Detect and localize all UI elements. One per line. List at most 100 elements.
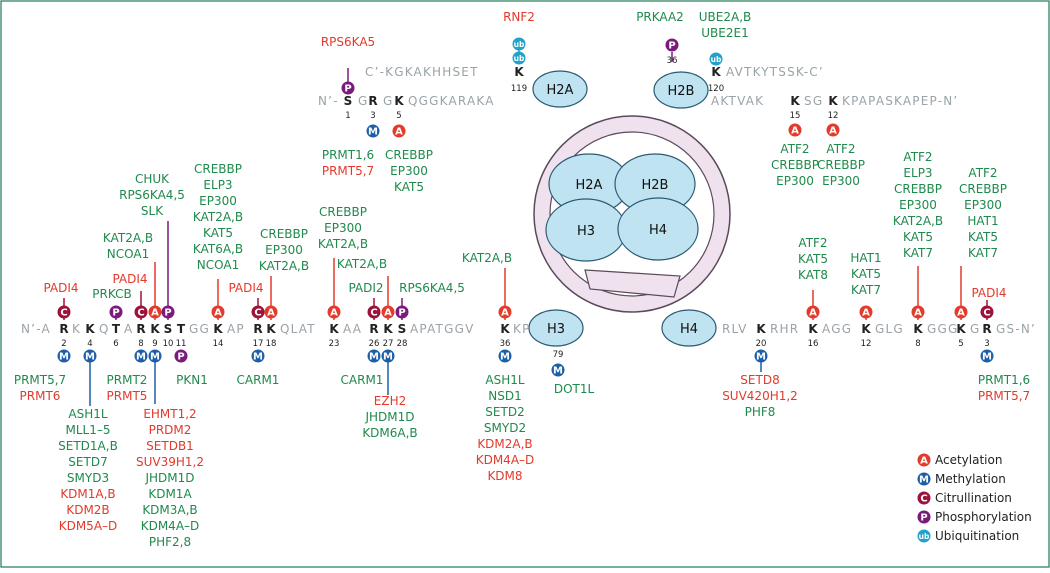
enzyme-kdm4ad: KDM4A–D: [141, 519, 200, 533]
citrullination-icon: [251, 305, 265, 319]
enzyme-carm1: CARM1: [341, 373, 384, 387]
h3-t11: T: [177, 322, 186, 336]
core-h2a-label: H2A: [576, 178, 603, 193]
acetylation-icon: [788, 123, 802, 137]
legend-acetylation: Acetylation: [935, 453, 1002, 467]
nucleosome: H2A H2B H3 H4: [533, 115, 731, 313]
h4-k12: K: [861, 322, 871, 336]
enzyme-kat5: KAT5: [903, 230, 933, 244]
acetylation-icon: [498, 305, 512, 319]
h2b-tail-blob: [653, 71, 709, 109]
methylation-icon: [917, 472, 931, 486]
h4-seq-s7: GS-N’: [996, 322, 1036, 336]
enzyme-slk: SLK: [141, 204, 164, 218]
ubiquitination-icon: [512, 51, 526, 65]
enzyme-ep300: EP300: [324, 221, 362, 235]
h3-seq-s6: AP: [227, 322, 245, 336]
enzyme-ehmt12: EHMT1,2: [143, 407, 196, 421]
acetylation-icon: [917, 453, 931, 467]
enzyme-ep300: EP300: [265, 243, 303, 257]
enzyme-kat5: KAT5: [394, 180, 424, 194]
acetylation-icon: [911, 305, 925, 319]
methylation-icon: [148, 349, 162, 363]
h2a-n-tail: N’- S 1 G R 3 G K 5 QGGKARAKA RPS6KA5 PR…: [318, 35, 493, 194]
legend-ubiquitination: Ubiquitination: [935, 529, 1019, 543]
acetylation-icon: [211, 305, 225, 319]
enzyme-prmt57: PRMT5,7: [14, 373, 66, 387]
enzyme-setdb1: SETDB1: [146, 439, 194, 453]
methylation-icon: [134, 349, 148, 363]
enzyme-ep300: EP300: [964, 198, 1002, 212]
enzyme-elp3: ELP3: [203, 178, 232, 192]
phosphorylation-icon: [665, 38, 679, 52]
h2b-sg: SG: [804, 94, 823, 108]
enzyme-kat5: KAT5: [968, 230, 998, 244]
h2b-n-lead: AKTVAK: [711, 94, 764, 108]
enzyme-phf8: PHF8: [745, 405, 776, 419]
core-h3-label: H3: [577, 224, 595, 239]
phosphorylation-icon: [109, 305, 123, 319]
enzyme-setd1ab: SETD1A,B: [58, 439, 118, 453]
enzyme-crebbp: CREBBP: [319, 205, 367, 219]
enzyme-smyd3: SMYD3: [67, 471, 109, 485]
enzyme-ube2e1: UBE2E1: [701, 26, 748, 40]
enzyme-kat6ab: KAT6A,B: [193, 242, 243, 256]
methylation-icon: [366, 124, 380, 138]
enzyme-kat7: KAT7: [968, 246, 998, 260]
enzyme-padi4: PADI4: [228, 281, 263, 295]
h4-tail-label: H4: [680, 322, 698, 337]
h3-k14: K: [213, 322, 223, 336]
h3-seq-s11: KP: [513, 322, 531, 336]
methylation-icon: [551, 363, 565, 377]
enzyme-pkn1: PKN1: [176, 373, 208, 387]
enzyme-suv39h12: SUV39H1,2: [136, 455, 204, 469]
enzyme-crebbp: CREBBP: [959, 182, 1007, 196]
h2a-r3: R: [368, 94, 377, 108]
enzyme-kat2ab: KAT2A,B: [893, 214, 943, 228]
enzyme-atf2: ATF2: [798, 236, 827, 250]
h3-k36-num: 36: [500, 339, 511, 349]
h3-k4: K: [85, 322, 95, 336]
h4-k16-num: 16: [808, 339, 819, 349]
enzyme-ube2ab: UBE2A,B: [699, 10, 752, 24]
phosphorylation-icon: [395, 305, 409, 319]
methylation-icon: [83, 349, 97, 363]
phosphorylation-icon: [917, 510, 931, 524]
enzyme-elp3: ELP3: [903, 166, 932, 180]
methylation-icon: [367, 349, 381, 363]
h4-tail: RLV K 20 RHR K 16 AGG K 12 GLG K 8 GGG K…: [722, 150, 1036, 419]
methylation-icon: [498, 349, 512, 363]
h2b-s36-num: 36: [667, 56, 678, 66]
phosphorylation-icon: [161, 305, 175, 319]
methylation-icon: [57, 349, 71, 363]
enzyme-prdm2: PRDM2: [149, 423, 192, 437]
h3-r26-num: 26: [369, 339, 380, 349]
acetylation-icon: [806, 305, 820, 319]
h2a-s1-num: 1: [345, 111, 350, 121]
h2a-g2: G: [383, 94, 394, 108]
enzyme-hat1: HAT1: [850, 251, 881, 265]
enzyme-atf2: ATF2: [968, 166, 997, 180]
enzyme-kat2ab: KAT2A,B: [318, 237, 368, 251]
enzyme-kdm3ab: KDM3A,B: [142, 503, 197, 517]
enzyme-ncoa1: NCOA1: [197, 258, 239, 272]
h2b-n-tail: AKTVAK K 15 SG K 12 KPAPASKAPEP-N’ ATF2 …: [711, 94, 957, 188]
h2b-k12-num: 12: [828, 111, 839, 121]
h2a-tail-blob: [532, 70, 588, 108]
methylation-icon: [754, 349, 768, 363]
enzyme-prmt57: PRMT5,7: [978, 389, 1030, 403]
enzyme-prmt2: PRMT2: [107, 373, 148, 387]
h2b-k120-num: 120: [708, 84, 724, 94]
enzyme-kdm8: KDM8: [487, 469, 522, 483]
enzyme-rps6ka5: RPS6KA5: [321, 35, 375, 49]
h3-s28-num: 28: [397, 339, 408, 349]
enzyme-rps6ka45: RPS6KA4,5: [399, 281, 465, 295]
enzyme-jhdm1d: JHDM1D: [144, 471, 194, 485]
h4-k8-num: 8: [915, 339, 920, 349]
ubiquitination-icon: [512, 37, 526, 51]
core-h4: [617, 197, 699, 261]
h3-t11-num: 11: [176, 339, 187, 349]
h3-k14-num: 14: [213, 339, 224, 349]
